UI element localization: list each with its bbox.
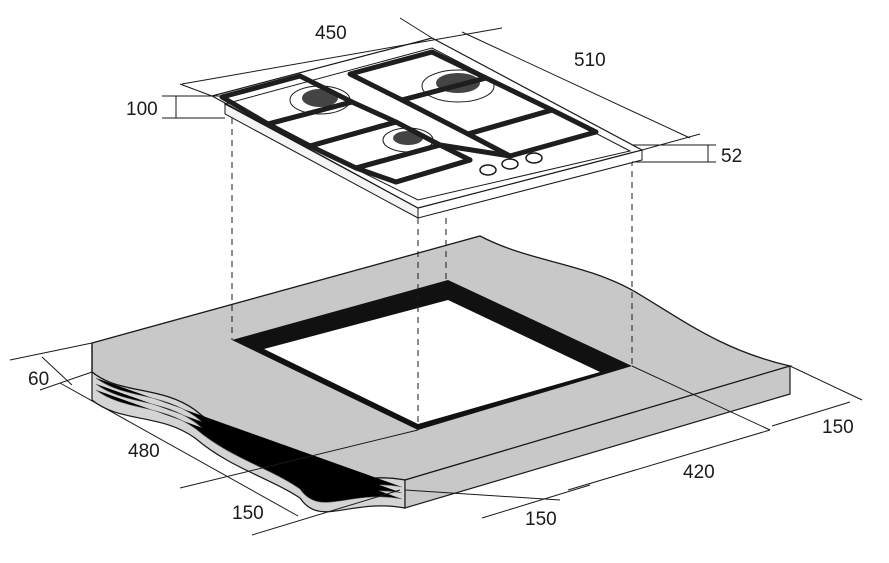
- dim-offset-left-label: 150: [232, 503, 264, 524]
- dim-width-label: 450: [315, 23, 347, 44]
- countertop-front-edge: [404, 365, 791, 509]
- dim-body-height-label: 52: [721, 146, 742, 167]
- dim-top-height-label: 100: [126, 99, 158, 120]
- dim-depth-label: 510: [574, 50, 606, 71]
- dim-countertop-depth-label: 480: [128, 441, 160, 462]
- edge-hatching: [95, 377, 403, 503]
- hob: [210, 37, 644, 219]
- projection-lines: [231, 118, 633, 430]
- knob-2: [501, 158, 519, 170]
- knob-3: [525, 152, 543, 164]
- dim-edge-front-label: 60: [28, 369, 49, 390]
- dimension-lines: [9, 17, 863, 536]
- dim-offset-front-label: 150: [525, 509, 557, 530]
- pan-supports: [219, 49, 599, 185]
- cutout-opening: [264, 300, 600, 424]
- dim-offset-right-label: 150: [822, 417, 854, 438]
- dim-cutout-width-label: 420: [683, 462, 715, 483]
- knob-1: [479, 164, 497, 176]
- countertop: [91, 235, 793, 513]
- dimension-labels: 450 510 100 52 60 480 150 150 420 150: [28, 23, 854, 530]
- control-knobs: [479, 152, 543, 176]
